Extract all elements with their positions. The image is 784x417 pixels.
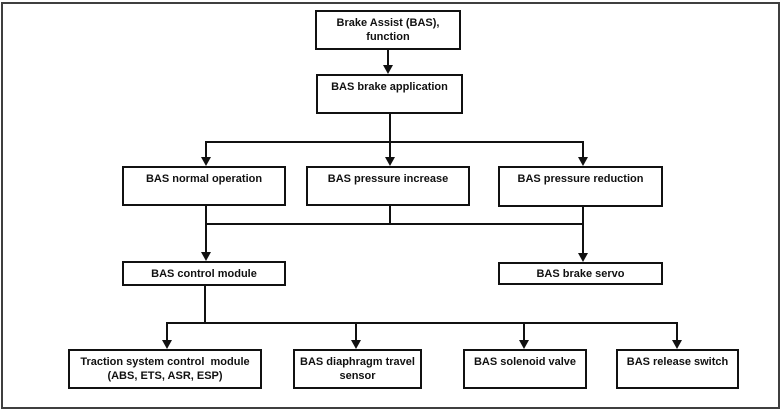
edge-brake-application-to-level3 [201,112,588,166]
node-bas-normal-operation: BAS normal operation [122,166,286,206]
arrowhead [672,340,682,349]
node-bas-diaphragm-travel-sensor: BAS diaphragm travel sensor [293,349,422,389]
node-bas-solenoid-valve: BAS solenoid valve [463,349,587,389]
edge-level3-to-level4 [201,204,588,262]
node-brake-assist-function: Brake Assist (BAS), function [315,10,461,50]
node-bas-release-switch: BAS release switch [616,349,739,389]
node-bas-control-module: BAS control module [122,261,286,286]
arrowhead [201,252,211,261]
arrowhead [383,65,393,74]
diagram-frame [1,2,780,409]
node-traction-system-control-module: Traction system control module (ABS, ETS… [68,349,262,389]
arrowhead [162,340,172,349]
node-bas-pressure-reduction: BAS pressure reduction [498,166,663,207]
node-bas-pressure-increase: BAS pressure increase [306,166,470,206]
node-bas-brake-servo: BAS brake servo [498,262,663,285]
arrowhead [385,157,395,166]
node-bas-brake-application: BAS brake application [316,74,463,114]
arrowhead [519,340,529,349]
arrowhead [578,157,588,166]
arrowhead [578,253,588,262]
edge-control-module-to-level5 [162,284,682,349]
arrowhead [351,340,361,349]
arrowhead [201,157,211,166]
edge-function-to-brake-application [383,50,393,74]
